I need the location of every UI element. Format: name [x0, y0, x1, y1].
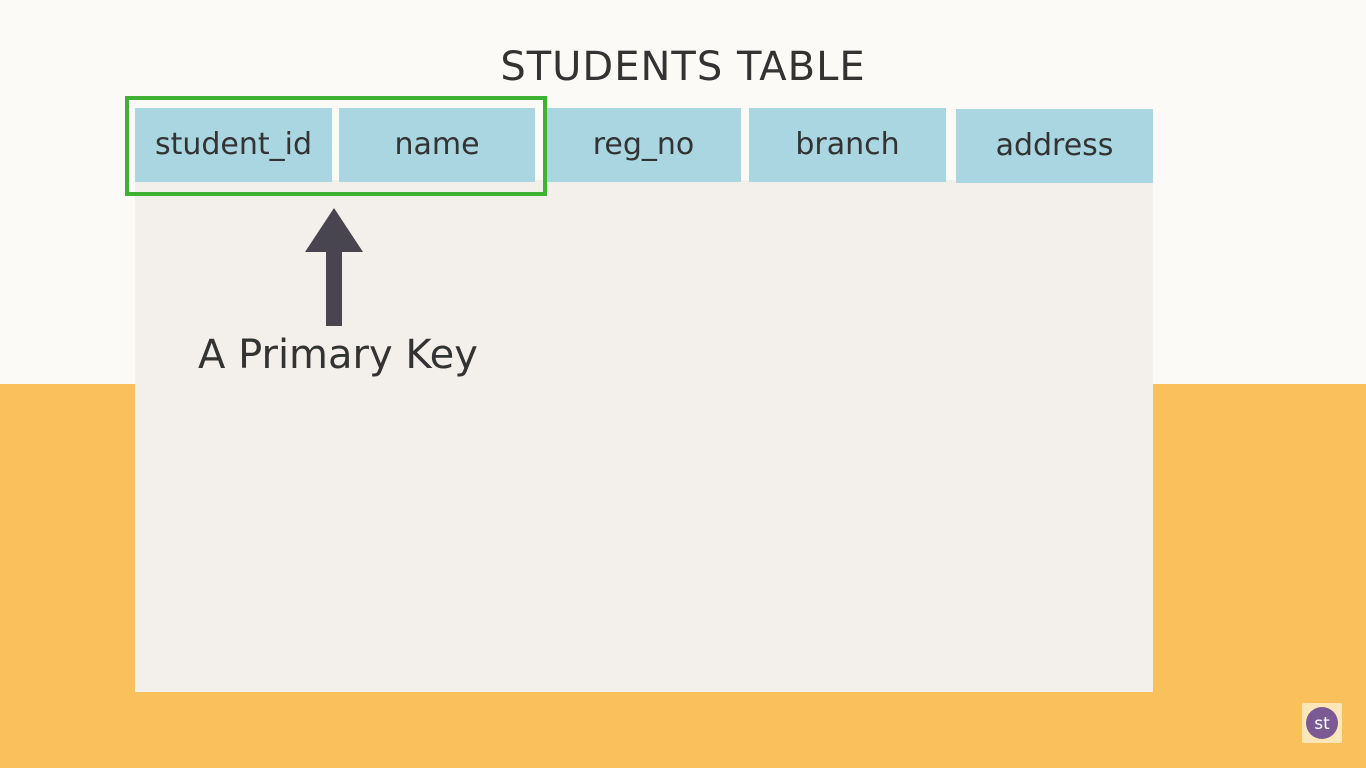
- primary-key-highlight-box: [125, 96, 547, 196]
- studytonight-logo-icon: st: [1302, 703, 1342, 743]
- table-body-area: [135, 180, 1153, 692]
- logo-text: st: [1306, 707, 1338, 739]
- primary-key-label: A Primary Key: [198, 332, 478, 378]
- column-header-reg-no: reg_no: [546, 108, 741, 182]
- column-header-name: name: [339, 108, 535, 182]
- slide-title: STUDENTS TABLE: [500, 44, 866, 90]
- column-header-branch: branch: [749, 108, 946, 182]
- column-header-student-id: student_id: [135, 108, 332, 182]
- column-header-address: address: [956, 109, 1153, 183]
- up-arrow-icon: [305, 208, 363, 326]
